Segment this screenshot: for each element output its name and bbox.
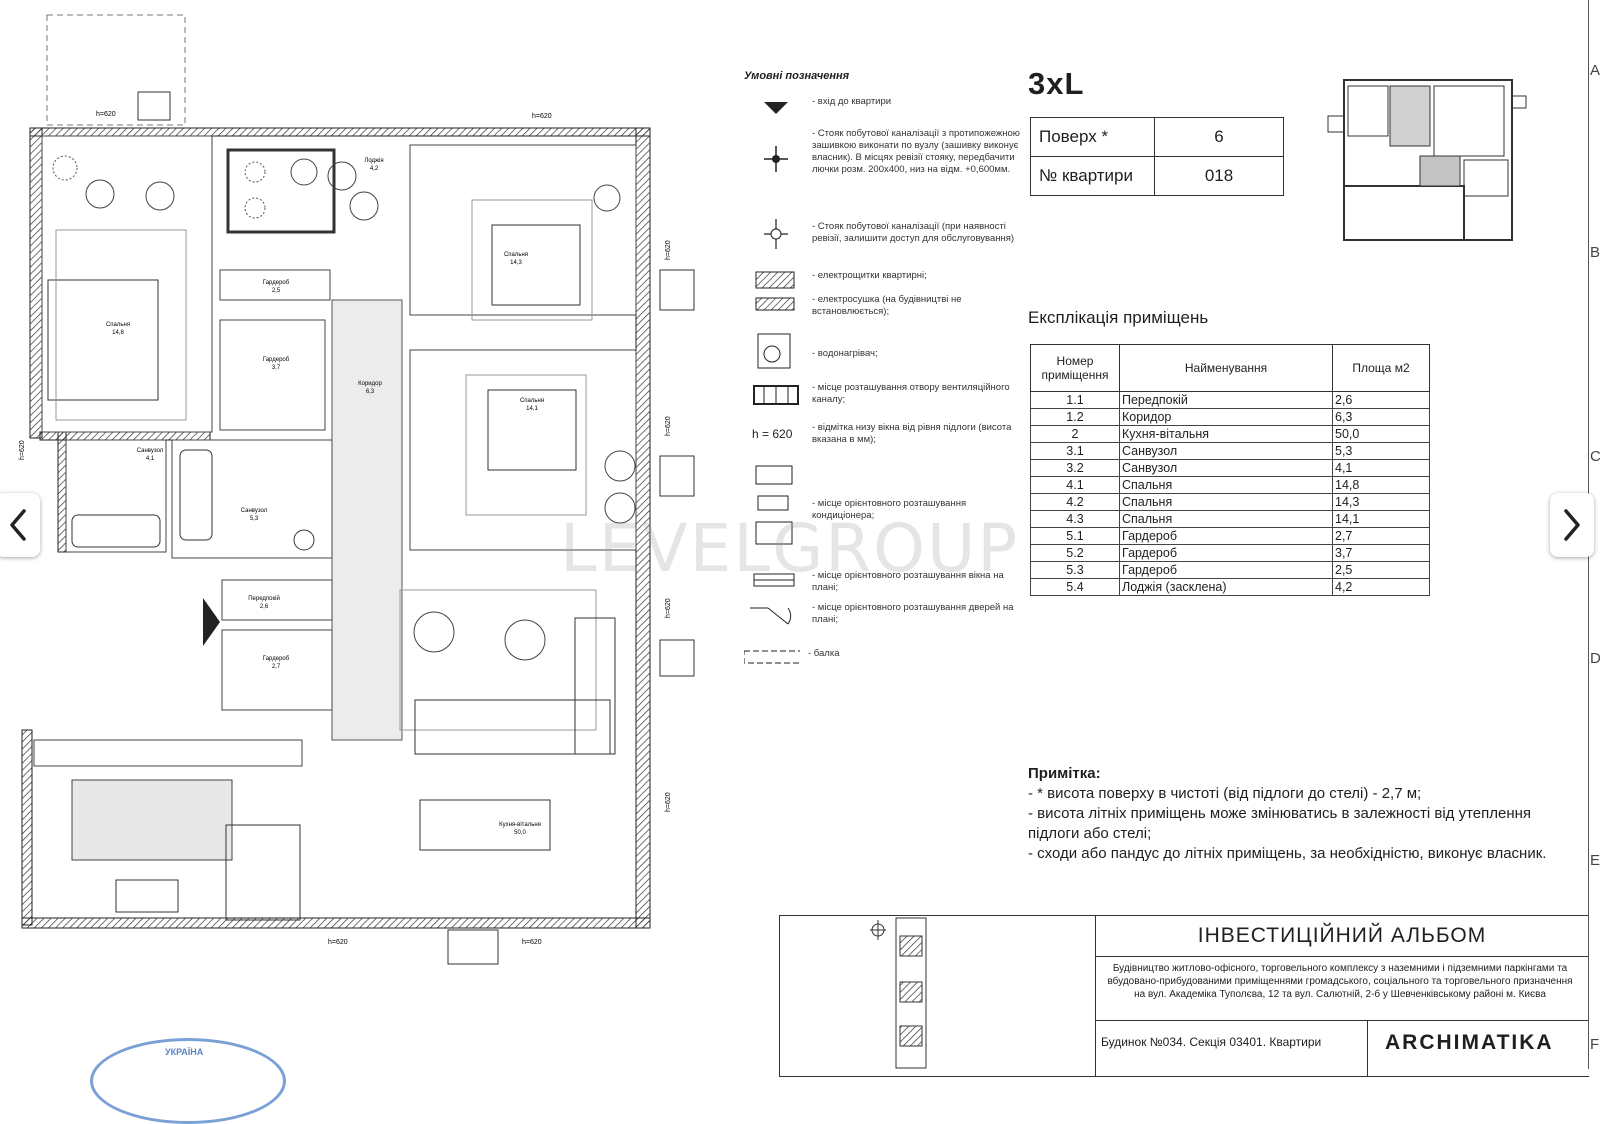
note-title: Примітка: [1028,765,1101,782]
svg-text:h=620: h=620 [665,416,672,436]
svg-text:3,7: 3,7 [272,365,281,371]
note-block: Примітка: - * висота поверху в чистоті (… [1028,764,1548,864]
svg-text:14,1: 14,1 [526,406,538,412]
svg-text:h=620: h=620 [96,111,116,118]
window-position-icon [753,573,795,587]
note-line: - висота літніх приміщень може змінювати… [1028,805,1532,842]
explication-table: Номер приміщення Найменування Площа м2 1… [1030,344,1430,596]
beam-icon [744,650,800,664]
floor-label: Поверх * [1030,117,1155,157]
seal-stamp: УКРАЇНА [90,1038,286,1124]
grid-letter: A [1590,62,1600,79]
svg-text:2,5: 2,5 [272,288,281,294]
legend-title: Умовні позначення [744,70,850,82]
floor-plan: Спальня 14,8 Лоджія 4,2 Гардероб 2,5 Гар… [19,14,695,965]
svg-text:h=620: h=620 [665,240,672,260]
electric-panel-icon [755,271,795,289]
floor-value: 6 [1154,117,1284,157]
previous-image-button[interactable] [0,493,40,557]
svg-text:5,3: 5,3 [250,516,259,522]
svg-text:4,1: 4,1 [146,456,155,462]
section-key-plan [1327,79,1527,241]
loggia-outline [46,14,186,126]
water-heater-icon [757,333,791,369]
album-title: ІНВЕСТИЦІЙНИЙ АЛЬБОМ [1095,916,1589,957]
svg-text:h=620: h=620 [19,440,26,460]
explication-title: Експлікація приміщень [1028,308,1209,327]
svg-text:Гардероб: Гардероб [263,656,290,662]
section-strip-icon [870,917,927,1069]
svg-text:h=620: h=620 [665,792,672,812]
svg-text:Санвузол: Санвузол [137,448,164,454]
next-image-button[interactable] [1550,493,1594,557]
watermark: LEVELGROUP [560,510,1020,587]
chevron-left-icon [10,509,26,541]
door-position-icon [750,607,792,625]
apartment-number-value: 018 [1154,156,1284,196]
svg-text:h=620: h=620 [328,939,348,946]
svg-text:Кухня-вітальня: Кухня-вітальня [499,822,541,828]
grid-letter: C [1590,448,1600,465]
svg-text:h=620: h=620 [665,598,672,618]
svg-text:Передпокій: Передпокій [248,595,280,602]
note-line: - * висота поверху в чистоті (від підлог… [1028,785,1422,802]
svg-text:2,7: 2,7 [272,664,281,670]
svg-text:Санвузол: Санвузол [241,508,268,514]
title-block-plan-cell [780,916,1096,1076]
apartment-info-table: Поверх * 6 № квартири 018 [1030,117,1284,196]
project-description: Будівництво житлово-офісного, торговельн… [1107,963,1573,1000]
sewer-riser-sealed-icon [764,146,788,172]
svg-text:4,2: 4,2 [370,166,379,172]
apartment-entrance-icon [764,102,788,114]
header-number: Номер приміщення [1030,344,1120,392]
svg-text:h=620: h=620 [532,113,552,120]
window-height-mark-icon: h = 620 [752,427,793,441]
archimatika-logo: ARCHIMATIKA [1385,1031,1554,1054]
grid-letter: B [1590,244,1600,261]
svg-text:Гардероб: Гардероб [263,280,290,286]
title-block: ІНВЕСТИЦІЙНИЙ АЛЬБОМ Будівництво житлово… [779,915,1589,1077]
header-name: Найменування [1119,344,1333,392]
explication-header: Номер приміщення Найменування Площа м2 [1030,344,1430,392]
svg-text:Лоджія: Лоджія [364,158,383,164]
sewer-riser-revision-icon [764,219,788,249]
electric-dryer-icon [755,297,795,311]
svg-text:14,3: 14,3 [510,260,522,266]
grid-letter: E [1590,852,1600,869]
grid-letter: D [1590,650,1600,667]
svg-text:Спальня: Спальня [504,252,528,258]
apartment-type: 3xL [1028,66,1085,101]
chevron-right-icon [1564,509,1580,541]
note-line: - сходи або пандус до літніх приміщень, … [1028,845,1547,862]
ventilation-opening-icon [753,385,799,405]
house-section-label: Будинок №034. Секція 03401. Квартири [1101,1035,1322,1049]
svg-text:14,8: 14,8 [112,330,124,336]
svg-text:6,3: 6,3 [366,389,375,395]
svg-text:Коридор: Коридор [358,381,382,387]
svg-text:2,6: 2,6 [260,604,269,610]
air-conditioner-icon [755,465,793,545]
grid-letter: F [1590,1036,1600,1053]
room-label-bedroom-1: Спальня [106,322,130,328]
svg-text:50,0: 50,0 [514,830,526,836]
apartment-number-label: № квартири [1030,156,1155,196]
svg-text:Гардероб: Гардероб [263,357,290,363]
header-area: Площа м2 [1332,344,1430,392]
svg-text:h=620: h=620 [522,939,542,946]
svg-text:Спальня: Спальня [520,398,544,404]
